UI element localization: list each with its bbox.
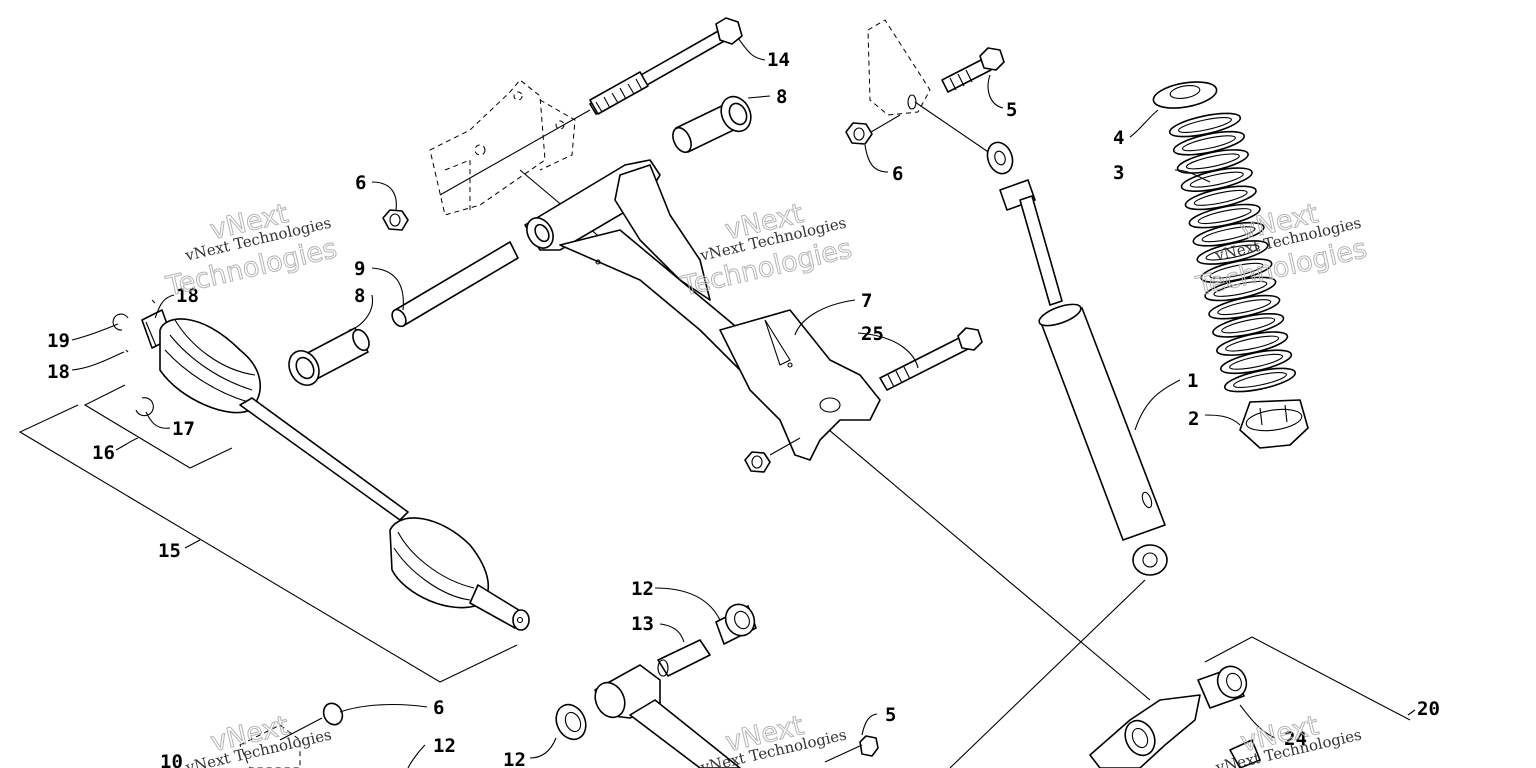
spring-retainer-4 (1152, 81, 1218, 109)
callout-2: 2 (1188, 408, 1199, 430)
watermark-2: vNext vNext Technologies Technologies (677, 198, 855, 303)
lower-a-arm (555, 603, 757, 768)
spring-coil-inner (1229, 353, 1284, 370)
spring-coil-inner (1205, 244, 1260, 261)
callout-25: 25 (861, 323, 884, 345)
callout-6-upper-right: 6 (892, 163, 903, 185)
callout-7: 7 (861, 290, 872, 312)
kit-outline-15 (18, 404, 518, 683)
spring-coil (1223, 367, 1297, 393)
callout-18-bottom: 18 (47, 361, 70, 383)
callout-5-top: 5 (1006, 99, 1017, 121)
shock-absorber-1 (986, 141, 1168, 576)
bushing-8-lower (288, 327, 370, 386)
spring-coil-inner (1217, 299, 1272, 316)
callout-6-upper-left: 6 (355, 172, 366, 194)
frame-bracket-shock (867, 19, 931, 116)
circlip-19 (112, 313, 129, 331)
coil-spring-3 (1168, 112, 1297, 393)
circlip-17 (135, 397, 154, 417)
callout-labels: 14 8 6 9 8 7 25 5 6 4 3 1 2 18 19 18 17 … (47, 49, 1440, 768)
kit-outline-20 (1204, 636, 1411, 721)
callout-15: 15 (158, 540, 181, 562)
callout-10: 10 (160, 751, 183, 768)
spring-coil-inner (1181, 135, 1236, 152)
spring-coil-inner (1178, 117, 1232, 133)
spring-coil-inner (1225, 335, 1280, 352)
nut-6-upper-right (845, 122, 873, 145)
callout-16: 16 (92, 442, 115, 464)
nut-6-mid (744, 437, 801, 473)
spring-adjuster-2 (1239, 399, 1309, 449)
spring-coil-inner (1201, 226, 1256, 243)
axle-assembly-15 (141, 309, 530, 631)
leader-lines (71, 37, 1416, 768)
callout-9: 9 (354, 258, 365, 280)
callout-12-mid: 12 (433, 735, 456, 757)
pin-18 (125, 299, 156, 353)
spring-coil-inner (1197, 208, 1252, 225)
callout-18-top: 18 (176, 285, 199, 307)
spring-coil-inner (1193, 189, 1248, 206)
bolt-5-lower (824, 735, 879, 763)
spring-coil-inner (1185, 153, 1240, 170)
sleeve-9 (391, 241, 519, 328)
upper-a-arm-7 (524, 159, 881, 461)
callout-19: 19 (47, 330, 70, 352)
callout-8-left: 8 (354, 285, 365, 307)
callout-13: 13 (631, 613, 654, 635)
callout-3: 3 (1113, 162, 1124, 184)
callout-4: 4 (1113, 127, 1124, 149)
watermark-4: vNext vNext Technologies (183, 710, 333, 768)
spring-coil-inner (1221, 317, 1276, 334)
frame-bracket-upper (429, 79, 576, 216)
callout-5-bottom: 5 (885, 704, 896, 726)
nut-6-lower (279, 702, 344, 741)
lower-right-arm (1089, 665, 1261, 768)
callout-12-bottom: 12 (503, 749, 526, 768)
callout-17: 17 (172, 418, 195, 440)
nut-6-upper-left (382, 209, 409, 231)
callout-6-lower: 6 (433, 697, 444, 719)
callout-1: 1 (1187, 370, 1198, 392)
bolt-25 (879, 327, 983, 391)
bracket-lower-left (239, 724, 301, 768)
spring-coil-inner (1233, 372, 1287, 388)
callout-14: 14 (767, 49, 790, 71)
watermark-1: vNext vNext Technologies Technologies (162, 198, 340, 303)
callout-24: 24 (1284, 728, 1307, 750)
bushing-8-upper (672, 95, 752, 154)
callout-12-top: 12 (631, 578, 654, 600)
watermark-5: vNext vNext Technologies (698, 710, 848, 768)
bolt-5-upper (941, 47, 1005, 93)
watermark-6: vNext vNext Technologies (1213, 710, 1363, 768)
spring-coil-inner (1213, 280, 1268, 297)
callout-8-top: 8 (776, 86, 787, 108)
spring-coil-inner (1209, 262, 1264, 279)
kit-outline-16 (83, 384, 233, 469)
spring-coil-inner (1189, 171, 1244, 188)
callout-20: 20 (1417, 698, 1440, 720)
bolt-14 (439, 17, 743, 196)
